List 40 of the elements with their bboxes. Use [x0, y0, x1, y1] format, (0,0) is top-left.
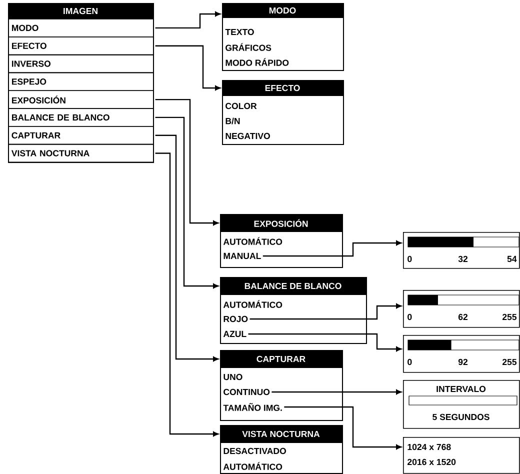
menu-item: AUTOMÁTICO	[223, 462, 282, 470]
menu-item: DESACTIVADO	[224, 448, 286, 454]
menu-row: INVERSO	[8, 54, 154, 74]
menu-row: EFECTO	[8, 36, 154, 56]
arrow	[155, 45, 220, 90]
menu-item: B/N	[226, 118, 240, 124]
menu-item: UNO	[224, 374, 242, 380]
menu-row: CAPTURAR	[8, 126, 154, 145]
menu-item: ROJO	[224, 316, 248, 322]
arrow	[155, 12, 220, 29]
menu-item: MANUAL	[224, 252, 261, 260]
menu-item: COLOR	[226, 102, 257, 110]
menu-item: CONTINUO	[224, 388, 270, 396]
menu-row: MODO	[8, 18, 154, 38]
menu-item: TAMAÑO IMG.	[223, 403, 282, 411]
arrow	[155, 134, 218, 362]
arrow	[284, 406, 402, 450]
menu-item: MODO RÁPIDO	[226, 58, 289, 66]
arrow	[272, 390, 402, 394]
arrow	[248, 333, 402, 352]
slider-box: 0 92 255	[403, 335, 520, 373]
menu-item: AUTOMÁTICO	[223, 300, 282, 308]
menu-row: EXPOSICIÓN	[8, 90, 154, 109]
menu-item: TEXTO	[225, 28, 254, 36]
menu-row: ESPEJO	[8, 72, 154, 91]
resolution-box: 1024 x 768 2016 x 1520	[403, 437, 520, 474]
arrow	[155, 98, 218, 226]
arrow	[262, 240, 402, 257]
menu-item: GRÁFICOS	[226, 43, 272, 51]
slider-box: 0 32 54	[403, 232, 520, 269]
menu-row: BALANCE DE BLANCO	[8, 108, 154, 127]
arrow	[155, 116, 218, 288]
menu-item: NEGATIVO	[226, 132, 270, 140]
arrow	[250, 304, 402, 320]
interval-box: INTERVALO 5 SEGUNDOS	[403, 380, 520, 429]
menu-row: VISTA NOCTURNA	[8, 144, 154, 163]
menu-item: AUTOMÁTICO	[223, 237, 282, 245]
slider-box: 0 62 255	[403, 290, 520, 328]
arrow	[155, 152, 218, 436]
menu-item: AZUL	[223, 330, 246, 338]
